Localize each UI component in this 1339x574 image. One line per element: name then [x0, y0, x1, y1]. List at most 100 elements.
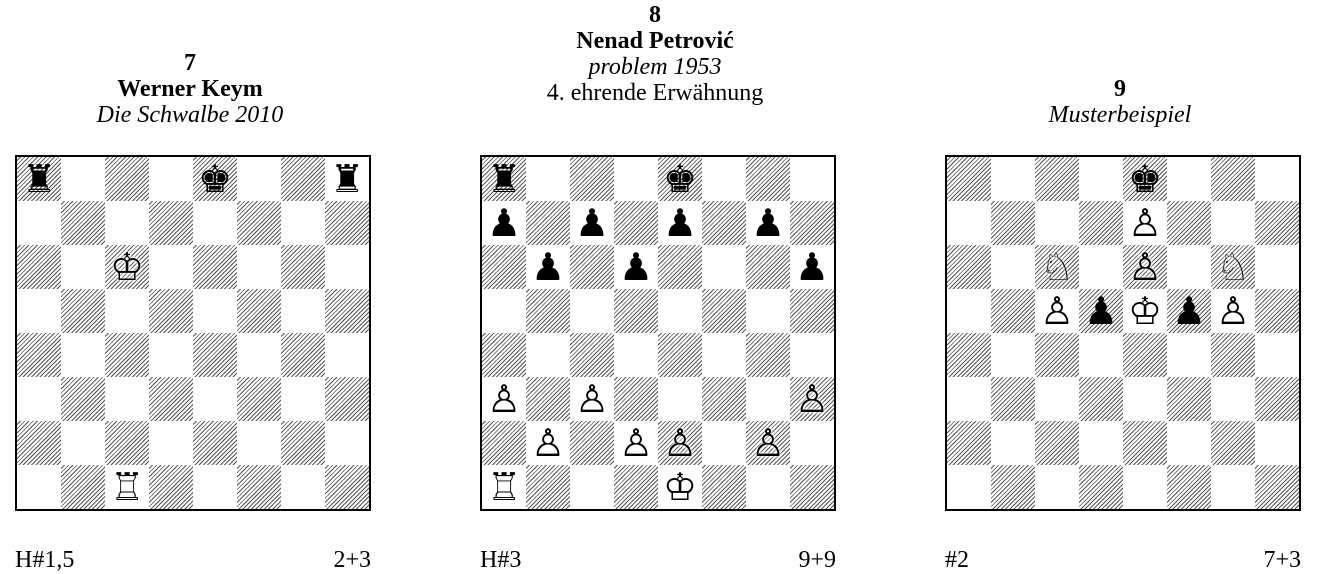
square-d8 [149, 157, 193, 201]
square-f8 [702, 157, 746, 201]
square-b6 [991, 245, 1035, 289]
square-b5 [526, 289, 570, 333]
white-pawn-icon: ♙ [574, 377, 610, 421]
square-a4 [17, 333, 61, 377]
square-b2 [61, 421, 105, 465]
stipulation: #2 [945, 547, 969, 573]
square-g8 [281, 157, 325, 201]
square-e6: ♙ [1123, 245, 1167, 289]
square-a3 [17, 377, 61, 421]
black-pawn-icon: ♟ [1083, 289, 1119, 333]
square-f7 [237, 201, 281, 245]
square-h5 [790, 289, 834, 333]
chess-board: ♜♚♟♟♟♟♟♟♟♙♙♙♙♙♙♙♖♔ [480, 155, 836, 511]
square-g2 [1211, 421, 1255, 465]
black-pawn-icon: ♟ [794, 245, 830, 289]
square-a4 [482, 333, 526, 377]
square-a2 [482, 421, 526, 465]
square-g1 [746, 465, 790, 509]
square-d2: ♙ [614, 421, 658, 465]
square-d7 [149, 201, 193, 245]
square-f6 [702, 245, 746, 289]
square-e2 [1123, 421, 1167, 465]
square-e4 [193, 333, 237, 377]
square-b4 [991, 333, 1035, 377]
square-a5 [947, 289, 991, 333]
square-h2 [1255, 421, 1299, 465]
white-king-icon: ♔ [662, 465, 698, 509]
black-pawn-icon: ♟ [530, 245, 566, 289]
square-h4 [325, 333, 369, 377]
square-c2 [105, 421, 149, 465]
square-e5 [193, 289, 237, 333]
black-rook-icon: ♜ [329, 157, 365, 201]
square-c4 [570, 333, 614, 377]
square-c8 [1035, 157, 1079, 201]
square-g8 [1211, 157, 1255, 201]
square-f1 [702, 465, 746, 509]
black-pawn-icon: ♟ [618, 245, 654, 289]
square-c3 [105, 377, 149, 421]
diagram-header: 9 Musterbeispiel [930, 76, 1310, 128]
square-f4 [1167, 333, 1211, 377]
square-e1: ♔ [658, 465, 702, 509]
square-c4 [105, 333, 149, 377]
square-f4 [702, 333, 746, 377]
square-a5 [482, 289, 526, 333]
piece-count: 9+9 [798, 547, 836, 573]
square-e8: ♚ [193, 157, 237, 201]
square-e5: ♔ [1123, 289, 1167, 333]
square-c1 [570, 465, 614, 509]
square-f6 [1167, 245, 1211, 289]
square-e6 [193, 245, 237, 289]
diagram-footer: #2 7+3 [945, 547, 1301, 574]
square-c6: ♘ [1035, 245, 1079, 289]
square-b3 [526, 377, 570, 421]
problem-number: 9 [1114, 76, 1126, 102]
stipulation: H#1,5 [15, 547, 75, 573]
square-b8 [991, 157, 1035, 201]
square-c1: ♖ [105, 465, 149, 509]
square-d3 [1079, 377, 1123, 421]
black-pawn-icon: ♟ [750, 201, 786, 245]
square-g5: ♙ [1211, 289, 1255, 333]
square-h1 [1255, 465, 1299, 509]
problem-author: Werner Keym [117, 76, 263, 102]
square-h3 [1255, 377, 1299, 421]
square-a3: ♙ [482, 377, 526, 421]
square-h8 [1255, 157, 1299, 201]
square-c7 [105, 201, 149, 245]
square-f5 [237, 289, 281, 333]
diagram-header: 7 Werner Keym Die Schwalbe 2010 [0, 50, 380, 128]
square-h2 [790, 421, 834, 465]
square-a5 [17, 289, 61, 333]
square-d4 [614, 333, 658, 377]
square-h2 [325, 421, 369, 465]
diagram-7: 7 Werner Keym Die Schwalbe 2010 ♜♚♜♔♖ H#… [0, 0, 380, 574]
white-pawn-icon: ♙ [486, 377, 522, 421]
square-h5 [1255, 289, 1299, 333]
square-g7 [281, 201, 325, 245]
square-a7 [17, 201, 61, 245]
diagram-8: 8 Nenad Petrović problem 1953 4. ehrende… [465, 0, 845, 574]
square-b3 [991, 377, 1035, 421]
white-pawn-icon: ♙ [1127, 245, 1163, 289]
square-b2: ♙ [526, 421, 570, 465]
square-e6 [658, 245, 702, 289]
square-a2 [17, 421, 61, 465]
square-h7 [325, 201, 369, 245]
square-e2 [193, 421, 237, 465]
white-pawn-icon: ♙ [618, 421, 654, 465]
square-e2: ♙ [658, 421, 702, 465]
square-e7: ♟ [658, 201, 702, 245]
square-a1 [947, 465, 991, 509]
square-h4 [790, 333, 834, 377]
stipulation: H#3 [480, 547, 522, 573]
diagram-footer: H#1,5 2+3 [15, 547, 371, 574]
square-f6 [237, 245, 281, 289]
square-d2 [149, 421, 193, 465]
square-d5 [614, 289, 658, 333]
square-h3: ♙ [790, 377, 834, 421]
square-d2 [1079, 421, 1123, 465]
square-a8: ♜ [17, 157, 61, 201]
